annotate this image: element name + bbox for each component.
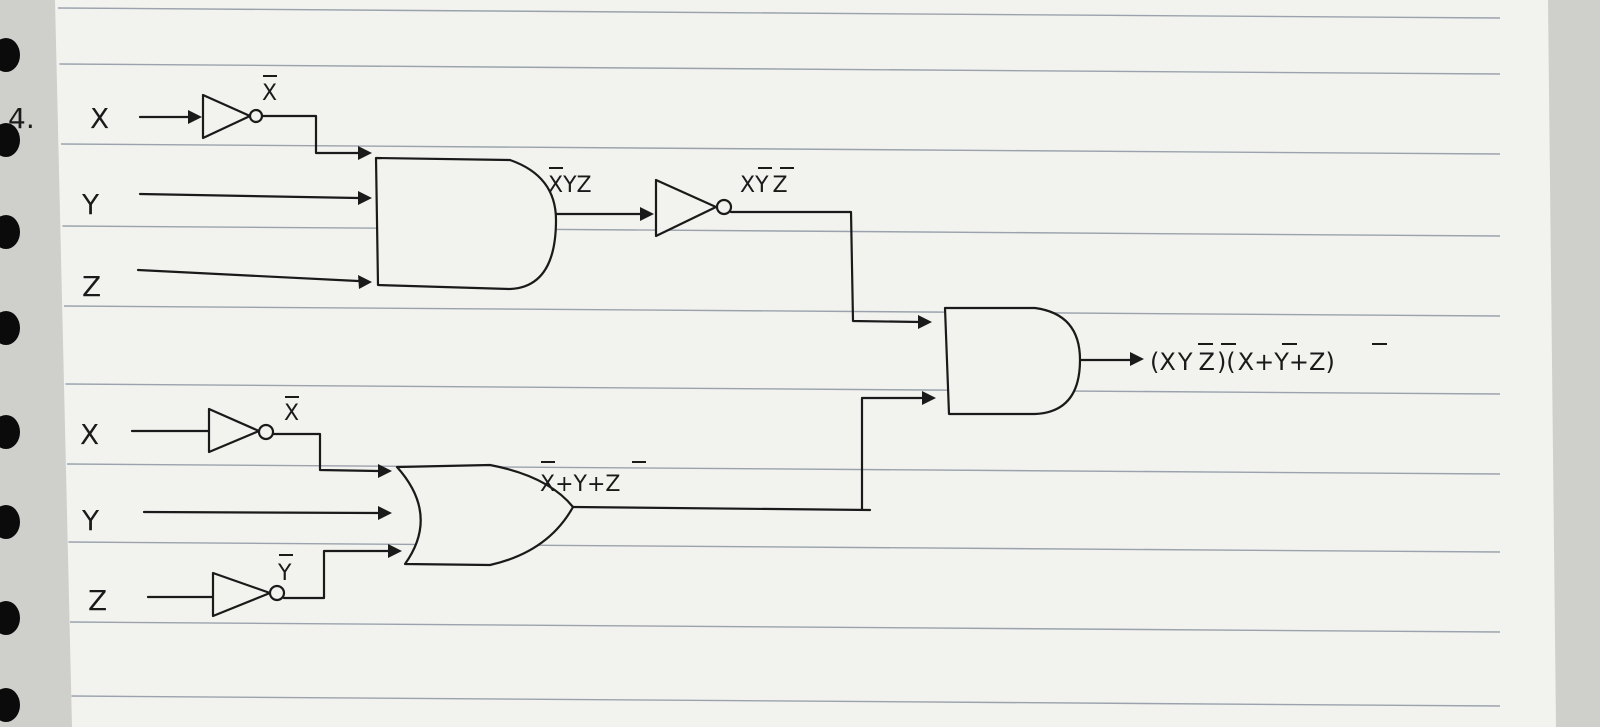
wire-or-to-final-and [571,396,924,512]
input-label-z-bottom: Z [88,584,107,617]
svg-text:(XYZ)(X+Y+Z): (XYZ)(X+Y+Z) [1150,348,1335,376]
wire-not-z-to-or [282,549,390,600]
arrowhead [640,207,654,221]
arrowhead [1130,352,1144,366]
ruled-line [60,143,1501,155]
signal-label-not-y-bottom: Y [277,554,293,586]
and-gate-top [374,156,558,291]
arrowhead [358,191,372,205]
not-gate-middle [654,178,733,238]
wire-not-to-final-and [729,210,922,324]
input-label-z-top: Z [82,270,101,303]
arrowhead [388,544,402,558]
and-gate-final [943,306,1082,416]
svg-text:XYZ: XYZ [548,173,592,198]
ruled-line [66,463,1501,475]
ruled-lines [57,7,1501,707]
ruled-line [71,695,1501,707]
svg-text:X: X [262,81,277,106]
wire-z-to-and1 [136,268,360,283]
ruled-line [62,225,1501,237]
signal-label-or-out: X+Y+Z [540,461,646,497]
not-gate-x-bottom [207,407,275,454]
svg-text:Y: Y [277,561,292,586]
arrowhead [378,464,392,478]
input-label-y-top: Y [81,188,100,221]
ruled-line [63,305,1501,317]
wire-not-x-to-or [271,432,380,473]
input-label-y-bottom: Y [81,504,100,537]
ruled-line [57,7,1501,19]
arrowhead [358,146,372,160]
svg-text:XYZ: XYZ [740,173,788,198]
arrowhead [922,391,936,405]
not-gate-z-bottom [211,571,286,618]
svg-text:X+Y+Z: X+Y+Z [540,472,620,497]
ruled-line [69,621,1501,633]
signal-label-and1-out: XYZ [548,167,592,198]
arrowhead [358,275,372,289]
binder-holes [0,38,20,722]
ruled-line [59,63,1501,75]
arrowhead [188,110,202,124]
arrowhead [918,315,932,329]
problem-number: 4. [8,102,35,135]
ruled-line [65,383,1501,395]
input-label-x-top: X [90,102,109,135]
signal-label-not-x-bottom: X [284,396,299,426]
wire-y-to-or [142,510,380,515]
or-gate-bottom [395,463,575,567]
ruled-line [68,541,1501,553]
signal-label-not-x-top: X [262,75,277,106]
wire-not-x-to-and1 [260,114,360,155]
svg-text:X: X [284,401,299,426]
arrowhead [378,506,392,520]
not-gate-x-top [201,93,264,140]
input-label-x-bottom: X [80,418,99,451]
wire-y-to-and1 [138,192,360,200]
